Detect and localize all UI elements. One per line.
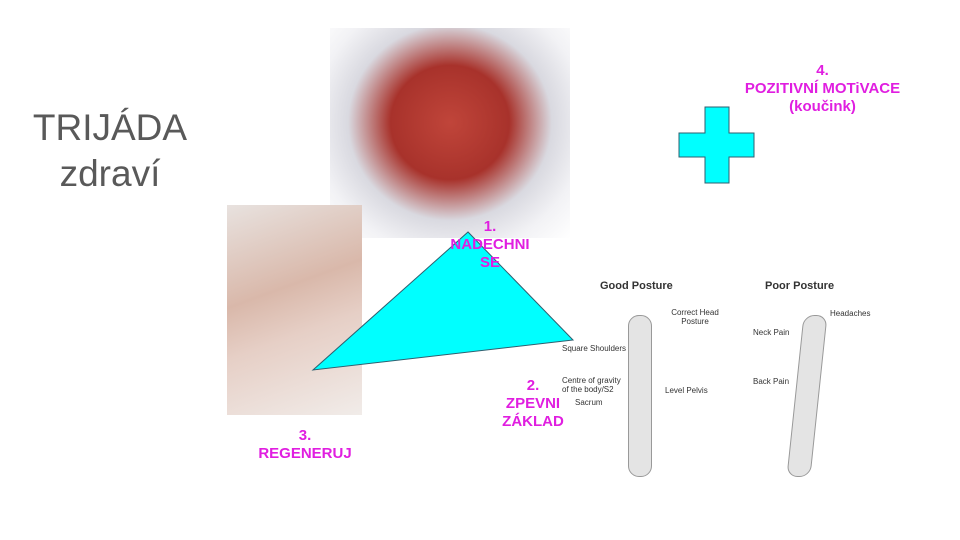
step-text: SE (479, 254, 500, 271)
step-number: 4. (816, 62, 829, 79)
good-skeleton (628, 315, 652, 477)
step-text: (koučink) (789, 98, 856, 115)
label: Back Pain (753, 377, 790, 386)
slide-title: TRIJÁDA zdraví (20, 105, 200, 197)
step-number: 2. (526, 377, 540, 394)
step-text: POZITIVNÍ MOTiVACE (744, 80, 901, 97)
diaphragm-image (330, 28, 570, 238)
step-text: ZPEVNI (505, 395, 561, 412)
poor-posture-title: Poor Posture (765, 280, 835, 292)
step-text: NADECHNI (450, 236, 530, 253)
triangle-shape (311, 231, 575, 371)
step-text: ZÁKLAD (502, 413, 564, 430)
step-1-label: 1. NADECHNI SE (440, 218, 540, 272)
step-number: 1. (483, 218, 497, 235)
title-line-1: TRIJÁDA (32, 107, 188, 148)
title-line-2: zdraví (59, 153, 161, 194)
massage-image (227, 205, 362, 415)
step-text: REGENERUJ (258, 445, 352, 462)
step-3-label: 3. REGENERUJ (245, 427, 365, 463)
posture-image: Good Posture Poor Posture Correct Head P… (560, 270, 880, 485)
step-number: 3. (298, 427, 312, 444)
label: Sacrum (575, 398, 603, 407)
label: Centre of gravity of the body/S2 (562, 376, 621, 394)
label: Square Shoulders (562, 344, 627, 353)
step-4-label: 4. POZITIVNÍ MOTiVACE (koučink) (710, 62, 935, 116)
label: Level Pelvis (665, 386, 708, 395)
label: Headaches (830, 309, 871, 318)
plus-icon (678, 106, 755, 184)
good-posture-title: Good Posture (600, 280, 673, 292)
step-2-label: 2. ZPEVNI ZÁKLAD (483, 377, 583, 431)
label: Correct Head Posture (671, 308, 719, 326)
label: Neck Pain (753, 328, 790, 337)
